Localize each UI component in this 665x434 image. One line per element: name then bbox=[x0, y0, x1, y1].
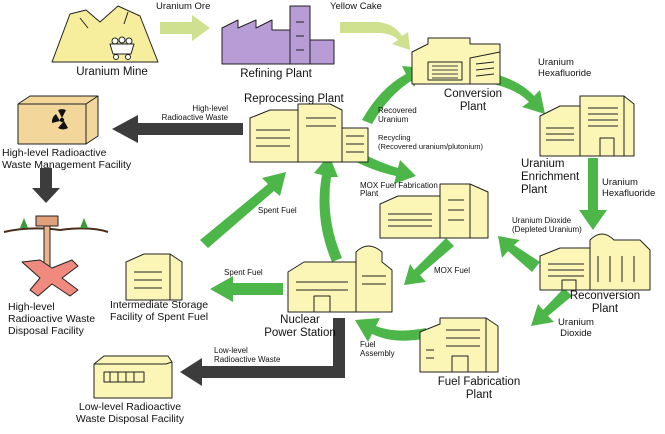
arrow-reprocessing-to-hlw-management bbox=[112, 115, 243, 143]
arrow-power-station-to-reprocessing bbox=[314, 155, 342, 262]
mox-fuel-fabrication-plant-icon bbox=[379, 183, 489, 239]
arrow-intermediate-to-reprocessing bbox=[200, 172, 286, 248]
label-hlw-disposal-facility: High-level Radioactive Waste Disposal Fa… bbox=[8, 301, 96, 337]
arrow-mine-to-refinery bbox=[160, 15, 210, 41]
arrow-refinery-to-conversion bbox=[340, 22, 410, 50]
llw-disposal-facility-icon bbox=[93, 355, 173, 399]
label-uranium-dioxide: Uranium Dioxide bbox=[558, 317, 594, 339]
label-refining-plant: Refining Plant bbox=[240, 68, 312, 80]
refining-plant-icon bbox=[221, 5, 335, 65]
label-fuel-assembly: Fuel Assembly bbox=[360, 340, 395, 359]
arrow-reconversion-to-fuel-fabrication bbox=[531, 288, 572, 326]
nuclear-power-station-icon bbox=[287, 245, 393, 313]
mine-cart-icon bbox=[109, 36, 135, 60]
label-nuclear-power-station: Nuclear Power Station bbox=[264, 314, 336, 339]
label-hlw-management-facility: High-level Radioactive Waste Management … bbox=[2, 147, 132, 171]
arrow-fuel-fabrication-to-power-station bbox=[355, 318, 428, 342]
label-fuel-fabrication-plant: Fuel Fabrication Plant bbox=[437, 376, 521, 401]
intermediate-storage-icon bbox=[125, 253, 183, 301]
label-mox-fuel: MOX Fuel bbox=[434, 266, 471, 275]
label-spent-fuel-left: Spent Fuel bbox=[224, 268, 263, 277]
label-spent-fuel-up: Spent Fuel bbox=[258, 206, 297, 215]
hlw-management-facility-icon bbox=[17, 95, 99, 145]
arrow-power-station-to-intermediate bbox=[210, 276, 283, 302]
reprocessing-plant-icon bbox=[249, 103, 369, 163]
arrow-power-station-to-llw bbox=[180, 318, 345, 386]
radiation-icon bbox=[51, 109, 68, 130]
arrow-reconversion-to-mox bbox=[498, 236, 540, 272]
label-reprocessing-plant: Reprocessing Plant bbox=[244, 93, 344, 105]
label-llw: Low-level Radioactive Waste bbox=[214, 346, 281, 365]
label-recovered-uranium: Recovered Uranium bbox=[378, 106, 417, 125]
label-recycling: Recycling (Recovered uranium/plutonium) bbox=[378, 133, 484, 151]
reconversion-plant-icon bbox=[539, 233, 651, 291]
label-conversion-plant: Conversion Plant bbox=[443, 88, 503, 113]
label-uranium-enrichment-plant: Uranium Enrichment Plant bbox=[521, 158, 580, 196]
label-yellow-cake: Yellow Cake bbox=[330, 1, 382, 12]
label-hlw: High-level Radioactive Waste bbox=[161, 104, 228, 123]
arrow-mox-to-power-station bbox=[404, 238, 454, 285]
uranium-mine-icon bbox=[51, 5, 159, 63]
label-intermediate-storage: Intermediate Storage Facility of Spent F… bbox=[110, 299, 209, 323]
label-mox-fuel-fabrication-plant: MOX Fuel Fabrication Plant bbox=[360, 181, 438, 198]
label-llw-disposal-facility: Low-level Radioactive Waste Disposal Fac… bbox=[75, 401, 185, 425]
arrow-hlw-management-to-disposal bbox=[32, 168, 60, 203]
label-uranium-hexafluoride-2: Uranium Hexafluoride bbox=[602, 177, 656, 199]
label-uranium-ore: Uranium Ore bbox=[156, 1, 211, 12]
conversion-plant-icon bbox=[411, 37, 501, 85]
label-uranium-hexafluoride-1: Uranium Hexafluoride bbox=[538, 57, 592, 79]
label-uranium-mine: Uranium Mine bbox=[76, 66, 148, 78]
tree-icon bbox=[20, 218, 88, 228]
arrow-reprocessing-to-conversion bbox=[362, 66, 424, 124]
flow-arrows bbox=[32, 15, 607, 386]
fuel-fabrication-plant-icon bbox=[419, 317, 499, 373]
arrow-enrichment-to-reconversion bbox=[579, 158, 607, 230]
hlw-disposal-facility-icon bbox=[3, 215, 109, 297]
label-reconversion-plant: Reconversion Plant bbox=[569, 290, 641, 315]
label-uranium-dioxide-depleted: Uranium Dioxide (Depleted Uranium) bbox=[512, 216, 582, 235]
uranium-enrichment-plant-icon bbox=[539, 95, 635, 157]
